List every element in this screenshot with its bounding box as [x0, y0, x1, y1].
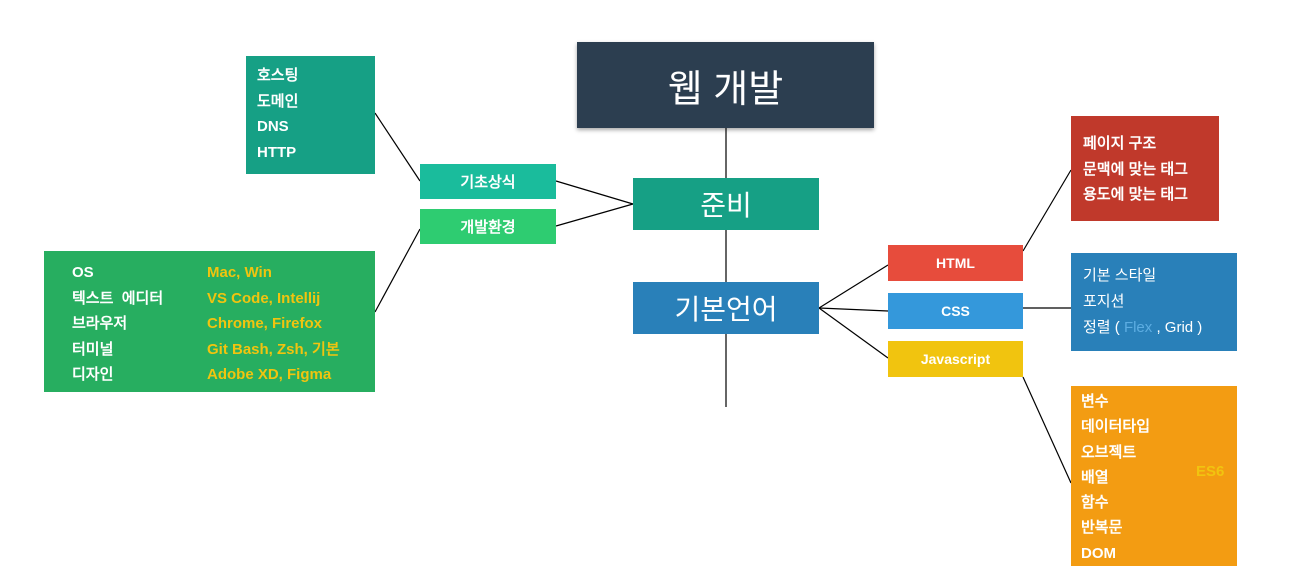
prep-node: 준비 [633, 178, 819, 230]
list-item: 함수 [1081, 494, 1109, 512]
lang-to-js-line [818, 307, 889, 359]
env-row-name: 디자인 [72, 366, 114, 383]
lang-to-css-line [818, 307, 889, 312]
env-to-panel-line [374, 228, 421, 313]
env-row: 터미널 Git Bash, Zsh, 기본 [72, 337, 375, 363]
list-item: 반복문 [1081, 519, 1123, 537]
env-row-name: 텍스트 에디터 [72, 289, 164, 307]
title-node: 웹 개발 [577, 42, 874, 128]
js-label: Javascript [920, 351, 991, 367]
list-item: 호스팅 [257, 67, 299, 84]
html-topics-panel: 페이지 구조 문맥에 맞는 태그 용도에 맞는 태그 [1071, 116, 1219, 221]
basics-label: 기초상식 [460, 174, 516, 191]
env-row: 텍스트 에디터 VS Code, Intellij [72, 286, 375, 312]
list-item: 도메인 [257, 92, 299, 110]
html-to-panel-line [1022, 169, 1072, 252]
css-node: CSS [888, 293, 1023, 329]
list-item: 용도에 맞는 태그 [1083, 186, 1188, 203]
list-item: 문맥에 맞는 태그 [1083, 160, 1188, 178]
js-topics-panel: 변수 데이터타입 오브젝트 배열 함수 반복문 DOM ES6 [1071, 386, 1237, 566]
list-item: 포지션 [1083, 293, 1125, 310]
env-row: OS Mac, Win [72, 260, 375, 286]
html-node: HTML [888, 245, 1023, 281]
list-item: HTTP [257, 143, 297, 161]
env-row-value: Adobe XD, Figma [207, 366, 332, 383]
basics-to-list-line [374, 112, 421, 182]
env-label: 개발환경 [460, 219, 516, 236]
basic-lang-label: 기본언어 [674, 294, 778, 325]
prep-to-basics-line [555, 180, 634, 205]
list-item: 변수 [1081, 393, 1109, 410]
lang-to-html-line [818, 264, 889, 309]
list-item: DOM [1081, 544, 1116, 562]
basics-node: 기초상식 [420, 164, 556, 199]
list-item: 정렬 ( Flex , Grid ) [1083, 315, 1237, 341]
align-flex: Flex [1123, 319, 1153, 336]
basic-lang-node: 기본언어 [633, 282, 819, 334]
list-item: 배열 [1081, 468, 1109, 486]
title-text: 웹 개발 [667, 68, 784, 111]
align-prefix: 정렬 ( [1083, 319, 1120, 336]
env-node: 개발환경 [420, 209, 556, 244]
prep-to-env-line [555, 203, 634, 227]
css-topics-panel: 기본 스타일 포지션 정렬 ( Flex , Grid ) [1071, 253, 1237, 351]
es6-tag: ES6 [1196, 463, 1225, 480]
js-node: Javascript [888, 341, 1023, 377]
env-list-panel: OS Mac, Win 텍스트 에디터 VS Code, Intellij 브라… [44, 251, 375, 392]
align-grid: , Grid ) [1156, 319, 1203, 336]
env-row-value: Chrome, Firefox [207, 315, 323, 332]
list-item: 기본 스타일 [1083, 267, 1157, 284]
env-row-name: 터미널 [72, 340, 114, 358]
env-row: 디자인 Adobe XD, Figma [72, 362, 375, 388]
basics-list-panel: 호스팅 도메인 DNS HTTP [246, 56, 375, 174]
list-item: 오브젝트 [1081, 443, 1137, 461]
css-label: CSS [941, 303, 970, 319]
list-item: DNS [257, 118, 289, 135]
env-row-name: 브라우저 [72, 315, 128, 332]
js-to-panel-line [1022, 376, 1072, 484]
env-row-value: VS Code, Intellij [207, 289, 321, 307]
prep-label: 준비 [700, 190, 752, 221]
list-item: 데이터타입 [1081, 418, 1151, 436]
env-row-value: Mac, Win [207, 264, 272, 281]
html-label: HTML [936, 255, 975, 271]
env-row: 브라우저 Chrome, Firefox [72, 311, 375, 337]
env-row-value: Git Bash, Zsh, 기본 [207, 340, 340, 358]
env-row-name: OS [72, 264, 94, 281]
list-item: 페이지 구조 [1083, 135, 1157, 152]
